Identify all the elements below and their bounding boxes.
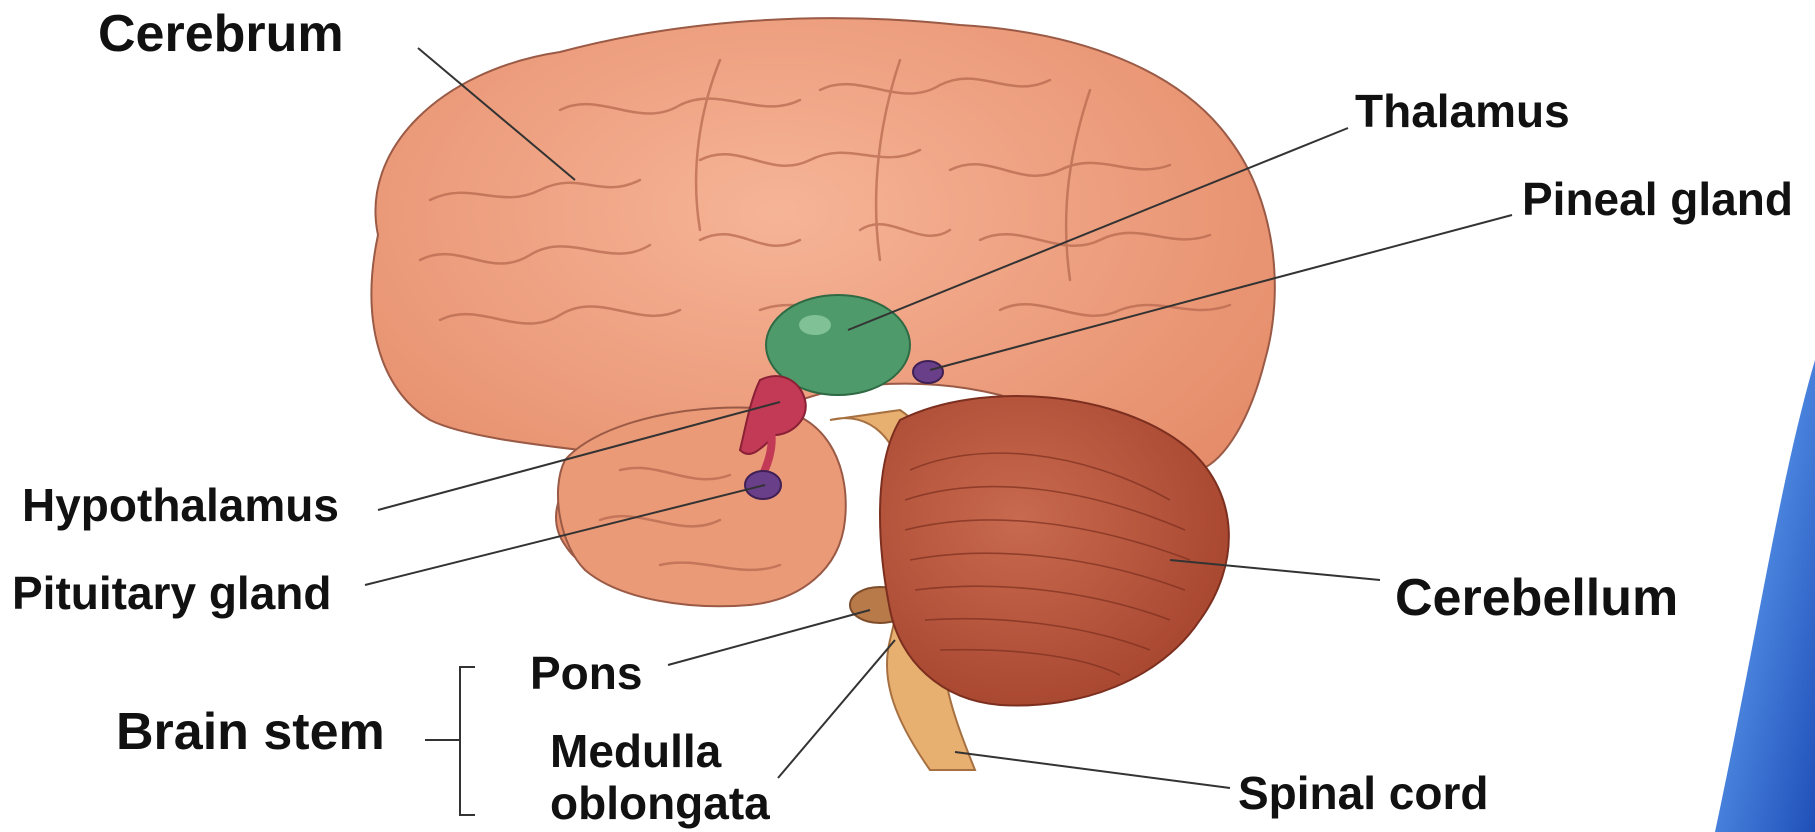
- label-hypothalamus: Hypothalamus: [22, 482, 339, 528]
- medulla-leader: [778, 640, 895, 778]
- label-pituitary-gland: Pituitary gland: [12, 570, 331, 616]
- pons-leader: [668, 610, 870, 665]
- brain-stem-bracket: [425, 667, 475, 815]
- thalamus-highlight: [799, 315, 831, 335]
- label-cerebrum: Cerebrum: [98, 8, 344, 60]
- spinal-cord-leader: [955, 752, 1230, 788]
- corner-accent: [1715, 360, 1815, 832]
- label-spinal-cord: Spinal cord: [1238, 770, 1488, 816]
- label-brain-stem: Brain stem: [116, 706, 385, 758]
- temporal-lobe-shape: [558, 407, 846, 606]
- label-pons: Pons: [530, 650, 642, 696]
- label-pineal-gland: Pineal gland: [1522, 176, 1793, 222]
- label-thalamus: Thalamus: [1355, 88, 1570, 134]
- pineal-gland-shape: [913, 361, 943, 383]
- cerebellum-shape: [880, 396, 1229, 706]
- label-cerebellum: Cerebellum: [1395, 572, 1678, 624]
- label-oblongata: oblongata: [550, 780, 770, 826]
- label-medulla: Medulla: [550, 728, 721, 774]
